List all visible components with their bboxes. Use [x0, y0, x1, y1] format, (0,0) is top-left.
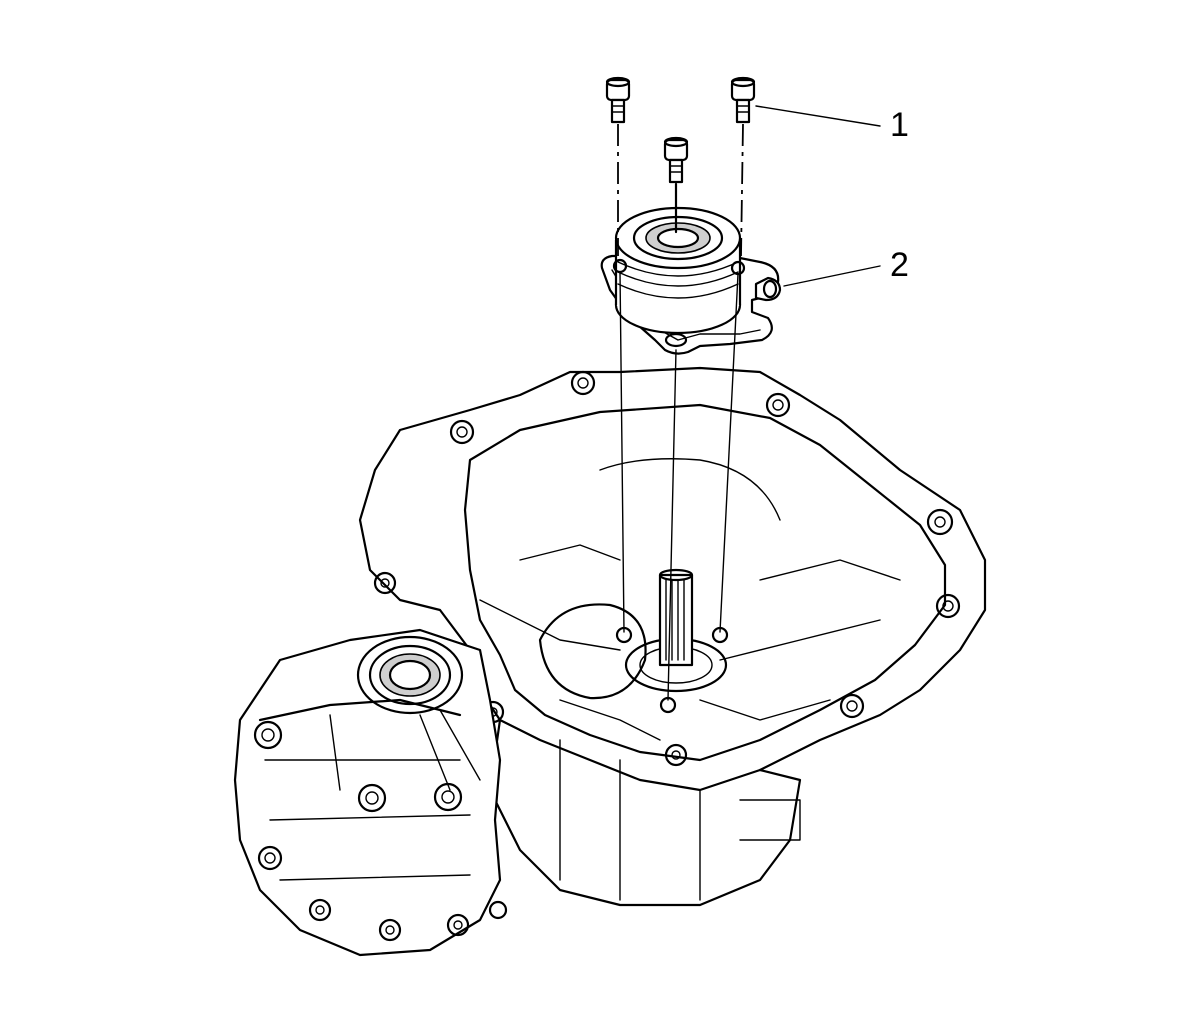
assembly-center-lines — [617, 123, 744, 701]
callout-label-1: 1 — [890, 106, 909, 144]
bolt-right — [730, 76, 756, 124]
bolt-left — [605, 76, 631, 124]
transmission-housing — [233, 366, 987, 957]
callout-1: 1 — [755, 105, 909, 144]
bolt-center — [663, 136, 689, 184]
callout-2: 2 — [783, 246, 909, 287]
release-bearing — [600, 206, 782, 355]
callout-label-2: 2 — [890, 246, 909, 284]
